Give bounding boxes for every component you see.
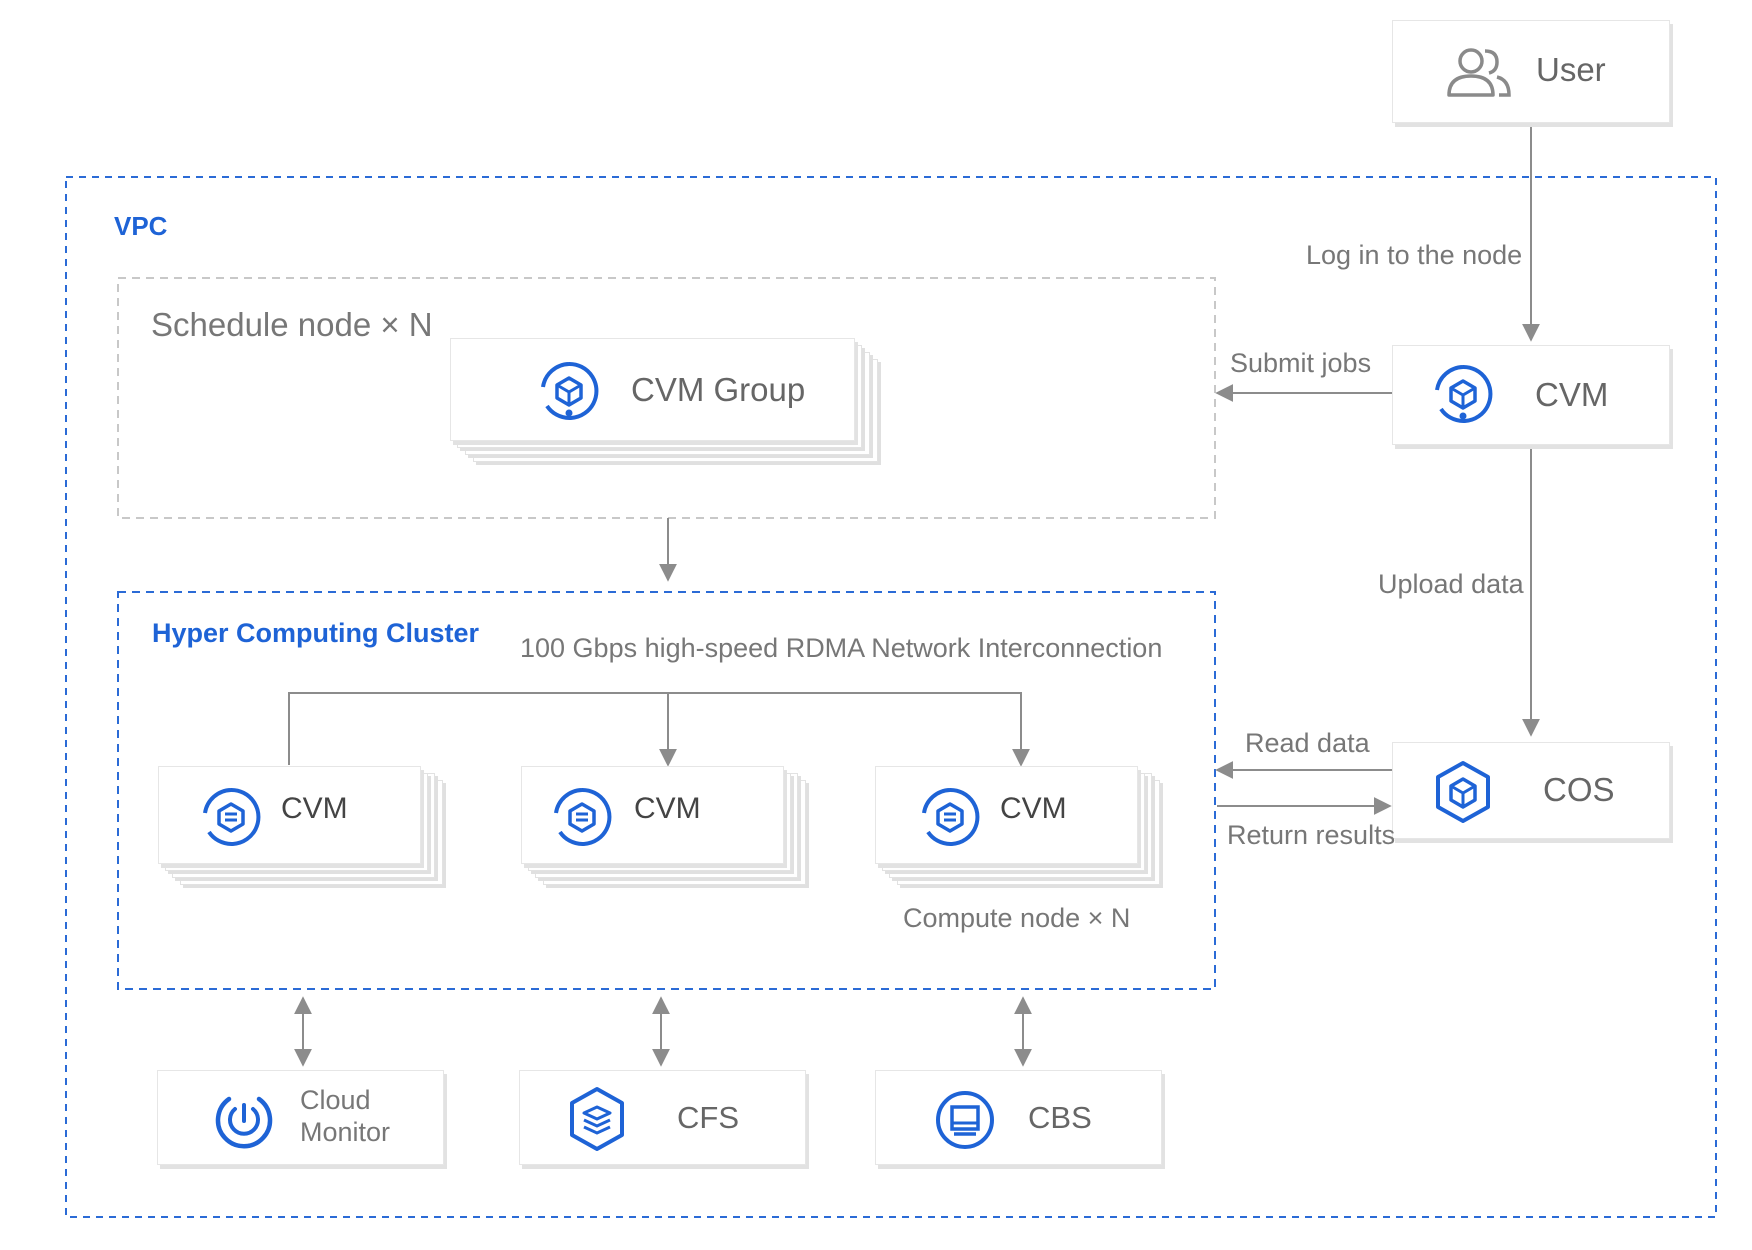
cvm-icon: [554, 787, 612, 846]
cbs-label: CBS: [1028, 1100, 1092, 1135]
cloud-monitor-box: Cloud Monitor: [157, 1070, 444, 1165]
cfs-box: CFS: [519, 1070, 806, 1165]
edge-upload-label: Upload data: [1378, 569, 1524, 599]
rdma-bus: [288, 692, 1030, 767]
compute-node-label: CVM: [1000, 792, 1067, 825]
user-box: User: [1392, 20, 1670, 123]
user-label: User: [1536, 51, 1606, 88]
cvm-icon: [203, 787, 261, 846]
vpc-label: VPC: [114, 211, 168, 241]
edge-read-label: Read data: [1245, 728, 1370, 758]
network-label: 100 Gbps high-speed RDMA Network Interco…: [520, 633, 1163, 663]
vpc-container: [65, 176, 1717, 1218]
cvm-group-label: CVM Group: [631, 371, 806, 408]
compute-node-2: CVM: [521, 766, 784, 864]
cbs-icon: [936, 1091, 994, 1149]
compute-node-3: CVM: [875, 766, 1138, 864]
compute-node-1: CVM: [158, 766, 421, 864]
compute-node-label: CVM: [281, 792, 348, 825]
cluster-container: [117, 591, 1216, 990]
cos-box: COS: [1392, 742, 1670, 839]
cos-label: COS: [1543, 771, 1615, 808]
cbs-box: CBS: [875, 1070, 1162, 1165]
schedule-container: [117, 277, 1216, 519]
cvm-icon: [1435, 364, 1493, 423]
edge-login-label: Log in to the node: [1306, 240, 1523, 270]
cfs-label: CFS: [677, 1100, 739, 1135]
compute-node-label: CVM: [634, 792, 701, 825]
cvm-group-box: CVM Group: [450, 338, 855, 441]
cloud-monitor-label-1: Cloud: [300, 1085, 371, 1115]
users-icon: [1447, 48, 1511, 97]
compute-count-label: Compute node × N: [903, 903, 1131, 933]
edge-submit-label: Submit jobs: [1230, 348, 1372, 378]
cos-icon: [1436, 761, 1490, 823]
edge-return-label: Return results: [1227, 820, 1396, 850]
cluster-title: Hyper Computing Cluster: [152, 618, 480, 648]
cloud-monitor-label-2: Monitor: [300, 1117, 391, 1147]
schedule-label: Schedule node × N: [151, 306, 433, 343]
cvm-icon: [541, 361, 599, 420]
login-cvm-box: CVM: [1392, 345, 1670, 445]
cvm-icon: [922, 787, 980, 846]
monitor-icon: [215, 1096, 273, 1149]
login-cvm-label: CVM: [1535, 376, 1609, 413]
cfs-icon: [570, 1087, 624, 1151]
